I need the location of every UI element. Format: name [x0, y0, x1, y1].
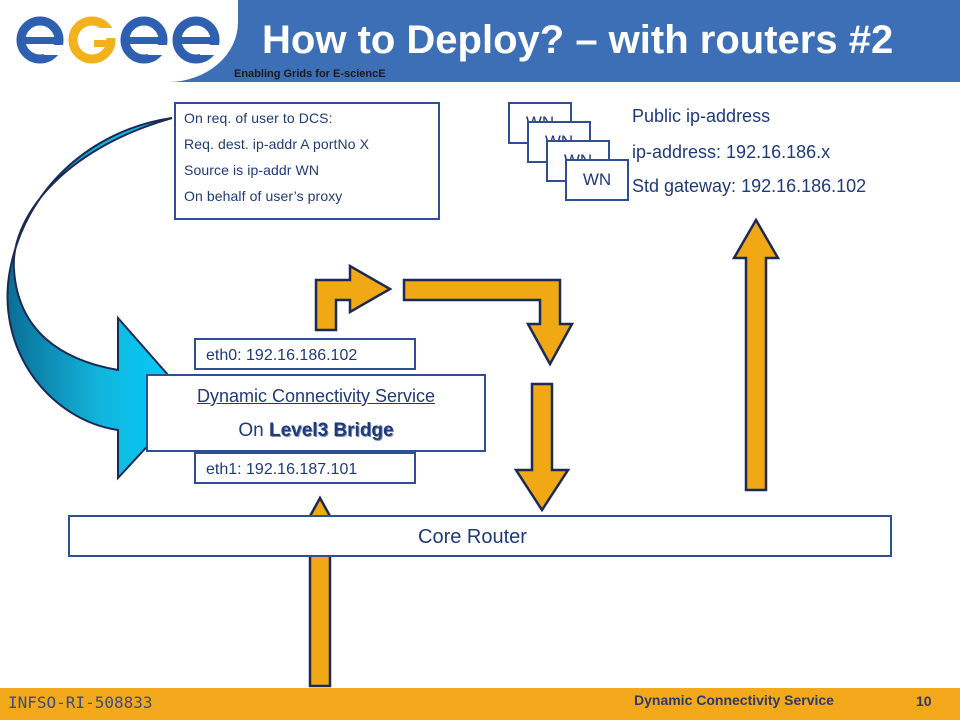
core-router-label: Core Router	[418, 526, 527, 548]
egee-logo-mark	[16, 16, 220, 64]
eth1-interface: eth1: 192.16.187.101	[194, 452, 416, 484]
info-line: Req. dest. ip-addr A portNo X	[184, 136, 370, 152]
footer-project-id: INFSO-RI-508833	[8, 693, 153, 712]
elbow-down-arrow-icon	[402, 278, 575, 367]
request-info-box: On req. of user to DCS: Req. dest. ip-ad…	[174, 102, 440, 220]
info-line: Source is ip-addr WN	[184, 162, 320, 178]
page-number: 10	[916, 693, 932, 709]
ip-address-text: ip-address: 192.16.186.x	[632, 142, 831, 162]
public-ip-heading: Public ip-address	[632, 106, 771, 126]
logo-tagline: Enabling Grids for E-sciencE	[234, 68, 386, 80]
dcs-bridge-line: On Level3 Bridge	[148, 420, 484, 442]
dcs-service-link[interactable]: Dynamic Connectivity Service	[196, 386, 436, 406]
dcs-box: Dynamic Connectivity Service On Level3 B…	[146, 374, 486, 452]
down-arrow-icon	[513, 382, 571, 513]
elbow-arrow-icon	[314, 263, 393, 332]
egee-logo	[16, 16, 220, 64]
footer-service-name: Dynamic Connectivity Service	[634, 692, 834, 708]
dcs-on-prefix: On	[238, 420, 269, 441]
std-gateway-text: Std gateway: 192.16.186.102	[632, 176, 867, 196]
footer-bar	[0, 688, 960, 720]
up-arrow-icon-right	[731, 217, 781, 492]
worker-node-box: WN	[565, 159, 629, 201]
info-line: On req. of user to DCS:	[184, 110, 333, 126]
info-line: On behalf of user’s proxy	[184, 188, 343, 204]
eth0-interface: eth0: 192.16.186.102	[194, 338, 416, 370]
level3-bridge-label: Level3 Bridge	[269, 420, 394, 441]
core-router-box: Core Router	[68, 515, 892, 557]
slide-title: How to Deploy? – with routers #2	[262, 18, 894, 62]
curved-arrow-icon	[6, 117, 192, 481]
